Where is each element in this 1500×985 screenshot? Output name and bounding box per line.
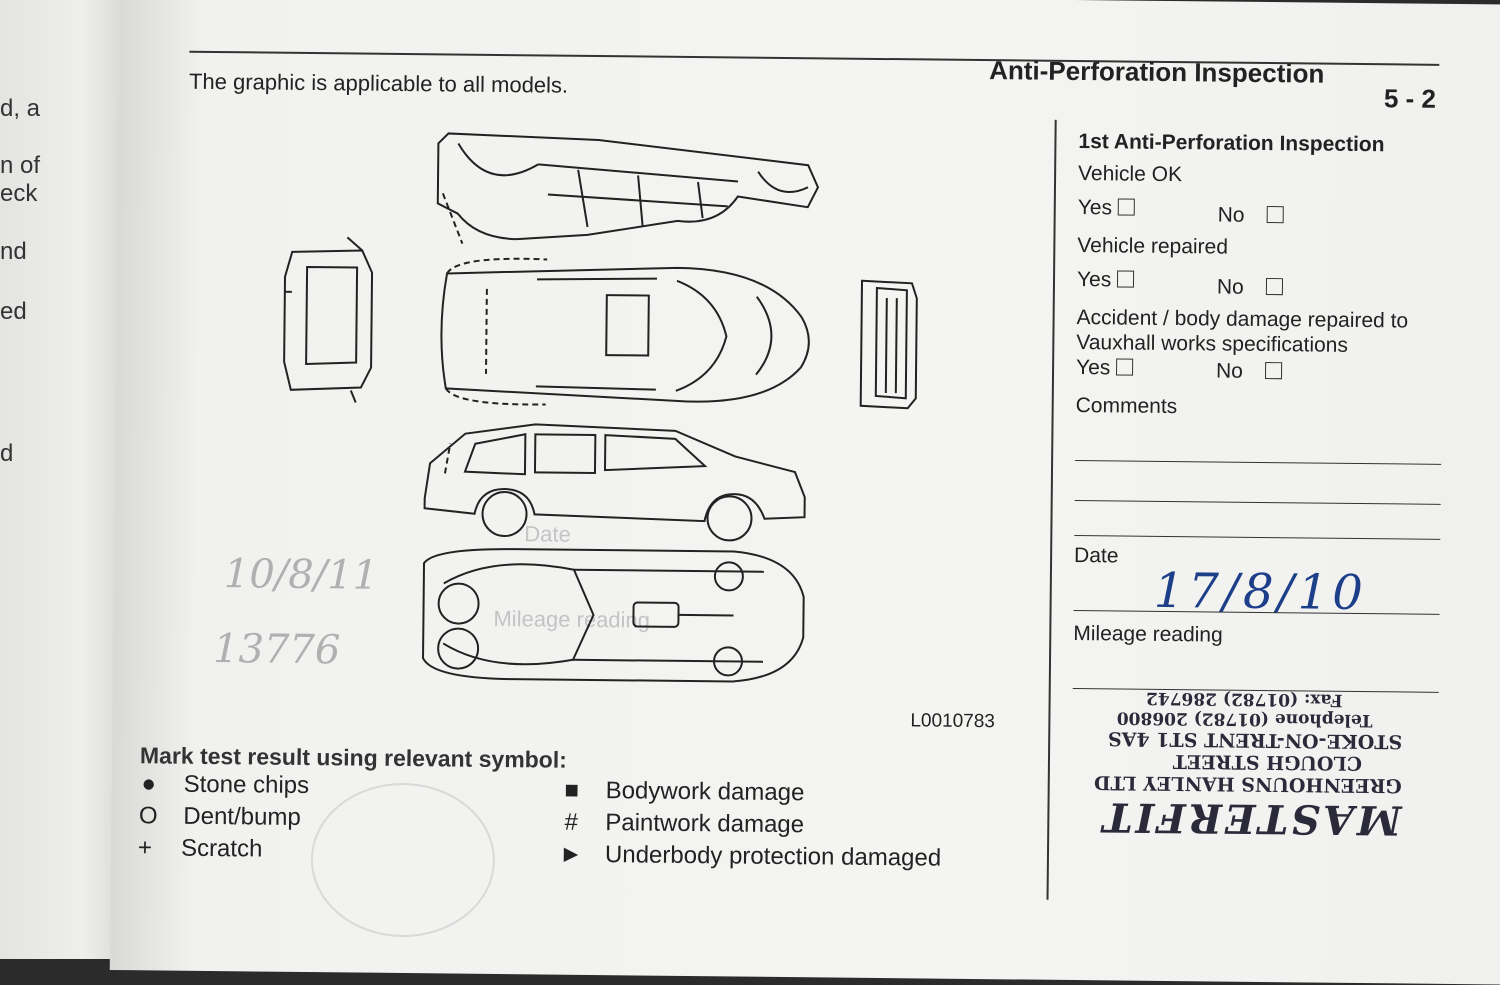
scratch-symbol: + xyxy=(137,834,153,862)
inspection-form: 1st Anti-Perforation Inspection Vehicle … xyxy=(1072,130,1449,693)
checkbox-icon[interactable] xyxy=(1265,278,1283,296)
legend-item-label: Dent/bump xyxy=(183,802,301,831)
no-label: No xyxy=(1215,359,1244,383)
left-page-fragment: eck xyxy=(0,180,38,207)
car-view-top xyxy=(440,257,810,406)
legend-title: Mark test result using relevant symbol: xyxy=(139,742,568,773)
bodywork-damage-symbol: ■ xyxy=(564,776,580,804)
legend-item-label: Bodywork damage xyxy=(605,777,805,807)
dealer-stamp: MASTERFIT GREENHOUNS HANLEY LTD CLOUGH S… xyxy=(1094,650,1403,844)
page-number: 5 - 2 xyxy=(1383,83,1437,114)
page-header-title: Anti-Perforation Inspection xyxy=(989,55,1325,89)
left-page-fragment: ed xyxy=(0,298,27,325)
yes-label: Yes xyxy=(1077,196,1113,220)
vehicle-ok-no[interactable]: No xyxy=(1218,204,1284,229)
form-heading: 1st Anti-Perforation Inspection xyxy=(1078,130,1385,157)
column-divider xyxy=(1046,119,1057,900)
comments-line[interactable] xyxy=(1074,500,1441,505)
stamp-line: GREENHOUNS HANLEY LTD xyxy=(1094,771,1402,797)
accident-yes[interactable]: Yes xyxy=(1076,356,1134,381)
car-view-front xyxy=(859,279,918,410)
legend-item-label: Paintwork damage xyxy=(605,809,805,839)
comments-line[interactable] xyxy=(1074,535,1441,540)
car-view-rear xyxy=(283,236,374,403)
accident-label-line2: Vauxhall works specifications xyxy=(1076,331,1349,357)
left-page-fragment: nd xyxy=(0,238,27,265)
legend-item-label: Scratch xyxy=(180,834,263,863)
stamp-brand: MASTERFIT xyxy=(1099,793,1402,844)
left-page-fragment: d, a xyxy=(0,95,41,122)
stamp-line: STOKE-ON-TRENT ST1 4AS xyxy=(1107,727,1403,753)
accident-no[interactable]: No xyxy=(1215,359,1283,384)
yes-label: Yes xyxy=(1075,356,1111,380)
vehicle-repaired-no[interactable]: No xyxy=(1217,276,1283,301)
image-code: L0010783 xyxy=(910,710,996,733)
left-page-fragment: n of xyxy=(0,152,41,179)
legend-item-label: Underbody protection damaged xyxy=(604,841,942,872)
stamp-line: Fax: (01782) 286742 xyxy=(1145,687,1343,710)
stamp-line: CLOUGH STREET xyxy=(1172,750,1363,775)
checkbox-icon[interactable] xyxy=(1117,198,1136,216)
car-view-underbody xyxy=(422,548,805,683)
vehicle-diagrams xyxy=(283,132,918,683)
comments-line[interactable] xyxy=(1075,460,1442,465)
checkbox-icon[interactable] xyxy=(1264,362,1283,380)
underbody-damage-symbol: ► xyxy=(558,840,583,868)
stamp-line: Telephone (01782) 206800 xyxy=(1116,707,1373,731)
comments-label: Comments xyxy=(1075,394,1178,419)
checkbox-icon[interactable] xyxy=(1116,358,1134,376)
no-label: No xyxy=(1216,275,1244,299)
vehicle-repaired-label: Vehicle repaired xyxy=(1077,234,1229,259)
date-label: Date xyxy=(1074,544,1119,568)
checkbox-icon[interactable] xyxy=(1117,270,1135,288)
booklet-page: Date Mileage reading 10/8/11 13776 Anti-… xyxy=(109,0,1500,985)
left-page-fragment: d xyxy=(0,440,14,467)
stone-chips-symbol: ● xyxy=(141,770,157,798)
checkbox-icon[interactable] xyxy=(1266,206,1284,224)
paintwork-damage-symbol: # xyxy=(564,808,579,836)
accident-label-line1: Accident / body damage repaired to xyxy=(1076,306,1409,333)
vehicle-ok-yes[interactable]: Yes xyxy=(1078,196,1136,221)
faint-circular-stamp xyxy=(310,782,496,938)
dent-bump-symbol: O xyxy=(138,802,158,830)
yes-label: Yes xyxy=(1076,268,1112,292)
legend-item-label: Stone chips xyxy=(183,770,310,800)
mileage-label: Mileage reading xyxy=(1073,622,1223,647)
vehicle-ok-label: Vehicle OK xyxy=(1078,162,1183,187)
no-label: No xyxy=(1217,203,1245,227)
vehicle-repaired-yes[interactable]: Yes xyxy=(1077,268,1135,293)
car-view-side xyxy=(423,423,806,542)
car-view-side-rotated xyxy=(436,132,820,244)
